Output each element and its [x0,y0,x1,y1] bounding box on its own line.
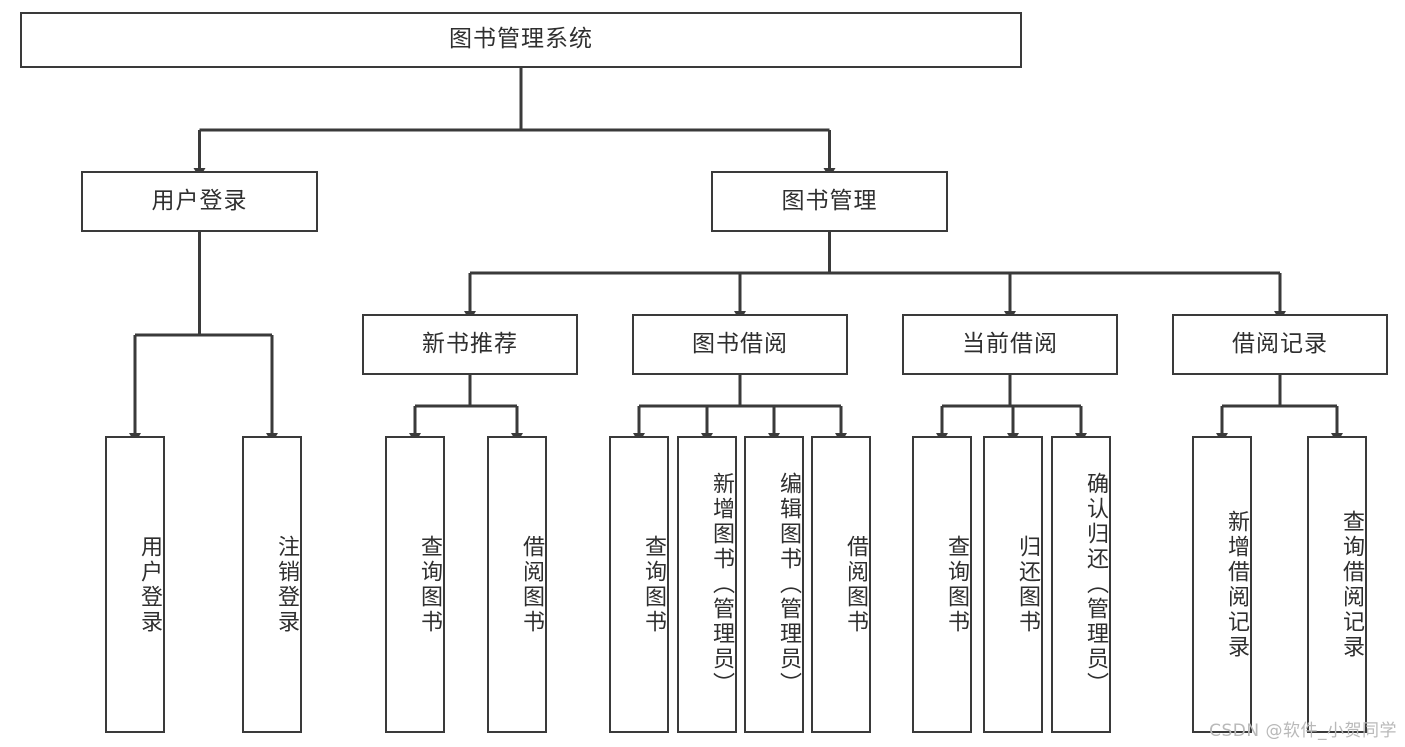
node-leaf-borrow-query: 查询图书 [609,436,669,733]
node-leaf-record-add: 新增借阅记录 [1192,436,1252,733]
node-book-borrow: 图书借阅 [632,314,848,375]
node-label: 确认归还（管理员） [1083,472,1108,697]
node-label: 查询图书 [641,534,666,635]
node-leaf-current-confirm: 确认归还（管理员） [1051,436,1111,733]
node-leaf-current-query: 查询图书 [912,436,972,733]
node-label: 借阅图书 [519,534,544,635]
node-leaf-recommend-borrow: 借阅图书 [487,436,547,733]
node-leaf-borrow-lend: 借阅图书 [811,436,871,733]
node-leaf-current-return: 归还图书 [983,436,1043,733]
node-leaf-record-query: 查询借阅记录 [1307,436,1367,733]
node-leaf-borrow-add: 新增图书（管理员） [677,436,737,733]
node-leaf-recommend-query: 查询图书 [385,436,445,733]
node-label: 当前借阅 [962,330,1058,357]
node-label: 查询图书 [944,534,969,635]
node-label: 归还图书 [1015,534,1040,635]
node-label: 新书推荐 [422,330,518,357]
node-leaf-borrow-edit: 编辑图书（管理员） [744,436,804,733]
node-label: 借阅图书 [843,534,868,635]
node-label: 借阅记录 [1232,330,1328,357]
node-label: 查询借阅记录 [1339,509,1364,660]
node-current-borrow: 当前借阅 [902,314,1118,375]
node-label: 查询图书 [417,534,442,635]
node-leaf-user-logout: 注销登录 [242,436,302,733]
node-label: 图书借阅 [692,330,788,357]
node-label: 新增借阅记录 [1224,509,1249,660]
node-user-login: 用户登录 [81,171,318,232]
node-label: 编辑图书（管理员） [776,472,801,697]
node-borrow-record: 借阅记录 [1172,314,1388,375]
node-label: 图书管理系统 [449,26,593,53]
node-book-management: 图书管理 [711,171,948,232]
node-leaf-user-login: 用户登录 [105,436,165,733]
node-label: 用户登录 [137,534,162,635]
node-root: 图书管理系统 [20,12,1022,68]
node-label: 图书管理 [781,187,878,214]
node-new-book-recommend: 新书推荐 [362,314,578,375]
node-label: 用户登录 [151,187,248,214]
node-label: 新增图书（管理员） [709,472,734,697]
node-label: 注销登录 [274,534,299,635]
